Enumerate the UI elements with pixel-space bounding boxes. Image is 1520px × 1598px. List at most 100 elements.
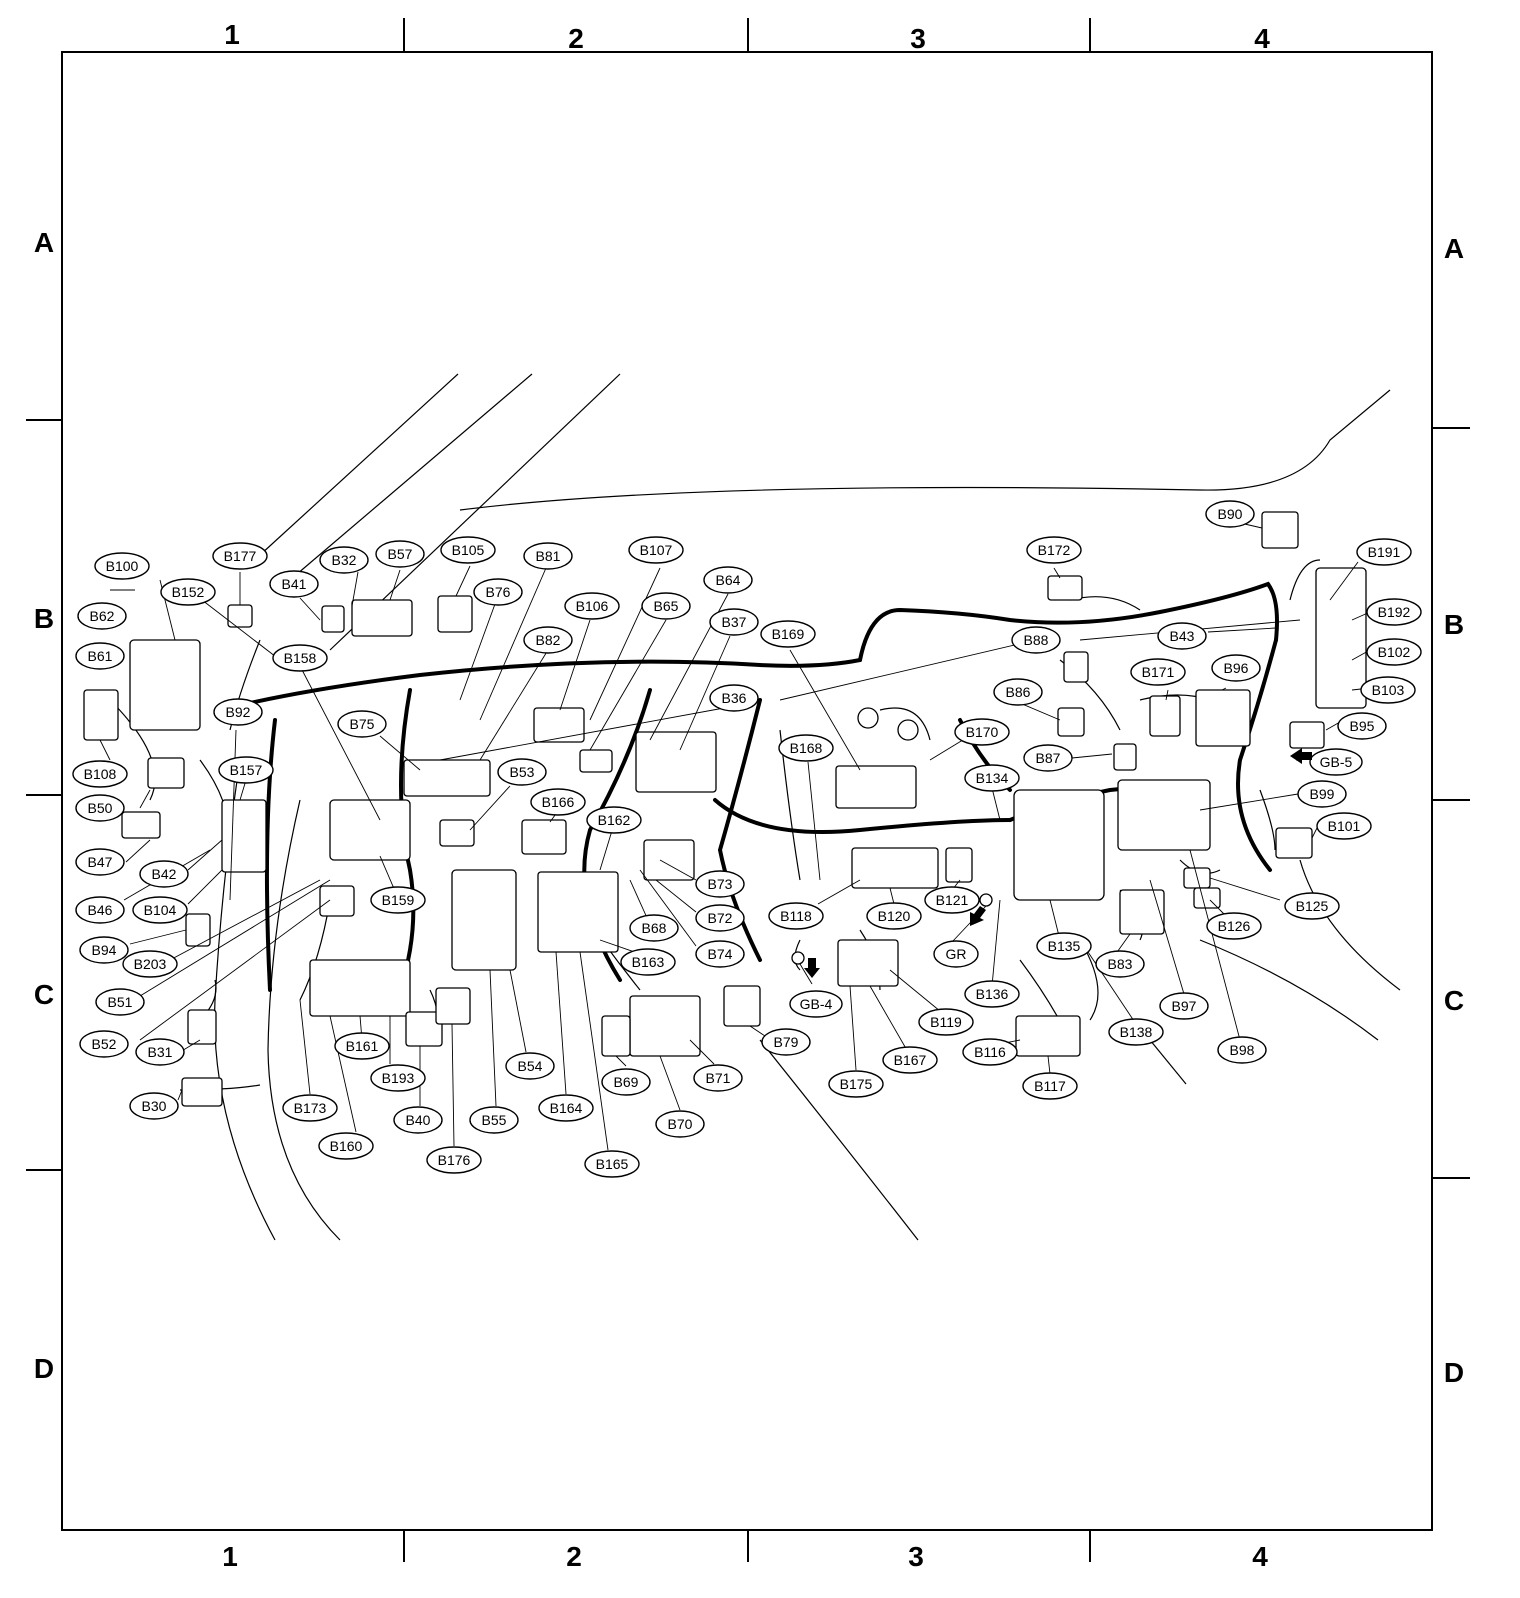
- svg-text:B74: B74: [708, 946, 733, 962]
- connector-b86: [1057, 707, 1085, 737]
- arrow-gb5-icon: [1290, 748, 1312, 764]
- svg-text:B96: B96: [1224, 660, 1249, 676]
- callout-b46: B46: [75, 896, 125, 924]
- svg-text:B94: B94: [92, 942, 117, 958]
- connector-b101: [1275, 827, 1313, 859]
- connector-b73: [643, 839, 695, 881]
- callout-b86: B86: [993, 678, 1043, 706]
- connector-b82: [533, 707, 585, 743]
- callout-b32: B32: [319, 546, 369, 574]
- svg-text:B119: B119: [930, 1014, 962, 1030]
- connector-b121: [945, 847, 973, 883]
- svg-text:B162: B162: [598, 812, 631, 828]
- callout-b88: B88: [1011, 626, 1061, 654]
- callout-labels: B100 B177 B152 B32 B41 B57 B105 B76 B81 …: [72, 500, 1422, 1178]
- callout-b101: B101: [1316, 812, 1372, 840]
- connector-b120: [851, 847, 939, 889]
- connector-b31: [187, 1009, 217, 1045]
- callout-b40: B40: [393, 1106, 443, 1134]
- callout-b176: B176: [426, 1146, 482, 1174]
- svg-text:B90: B90: [1218, 506, 1243, 522]
- callout-b192: B192: [1366, 598, 1422, 626]
- svg-text:B88: B88: [1024, 632, 1049, 648]
- row-label-right-D: D: [1444, 1357, 1464, 1388]
- connector-b87: [1113, 743, 1137, 771]
- svg-text:B157: B157: [230, 762, 263, 778]
- bolt-b170-2: [897, 719, 919, 741]
- callout-b118: B118: [768, 902, 824, 930]
- callout-b95: B95: [1337, 712, 1387, 740]
- callout-b36: B36: [709, 684, 759, 712]
- callout-b68: B68: [629, 914, 679, 942]
- svg-text:B159: B159: [382, 892, 415, 908]
- callout-b160: B160: [318, 1132, 374, 1160]
- connector-b37-b64: [635, 731, 717, 793]
- connector-b164-b163: [537, 871, 619, 953]
- callout-b171: B171: [1130, 658, 1186, 686]
- callout-b116: B116: [962, 1038, 1018, 1066]
- callout-b72: B72: [695, 904, 745, 932]
- callout-b165: B165: [584, 1150, 640, 1178]
- svg-text:B43: B43: [1170, 628, 1195, 644]
- svg-text:B57: B57: [388, 546, 413, 562]
- svg-text:B102: B102: [1378, 644, 1411, 660]
- svg-text:B62: B62: [90, 608, 115, 624]
- connector-b71-b70: [629, 995, 701, 1057]
- connector-b94: [185, 913, 211, 947]
- callout-b96: B96: [1211, 654, 1261, 682]
- svg-text:GR: GR: [946, 946, 967, 962]
- col-label-top-1: 1: [224, 19, 240, 50]
- svg-text:B158: B158: [284, 650, 317, 666]
- connector-b97-b98: [1117, 779, 1211, 851]
- callout-b71: B71: [693, 1064, 743, 1092]
- row-label-left-C: C: [34, 979, 54, 1010]
- connector-shapes: [83, 511, 1367, 1107]
- callout-b41: B41: [269, 570, 319, 598]
- ground-point-gb4: [791, 951, 805, 965]
- callout-b64: B64: [703, 566, 753, 594]
- callout-b166: B166: [530, 788, 586, 816]
- svg-text:B136: B136: [976, 986, 1009, 1002]
- svg-text:GB-4: GB-4: [800, 996, 833, 1012]
- svg-text:B68: B68: [642, 920, 667, 936]
- svg-text:B192: B192: [1378, 604, 1411, 620]
- connector-b95: [1289, 721, 1325, 749]
- svg-text:B47: B47: [88, 854, 113, 870]
- callout-b50: B50: [75, 794, 125, 822]
- callout-b55: B55: [469, 1106, 519, 1134]
- row-label-right-A: A: [1444, 233, 1464, 264]
- grid-labels: 1 2 3 4 1 2 3 4 A B C D A B C D: [34, 19, 1464, 1572]
- svg-text:B72: B72: [708, 910, 733, 926]
- main-harness: [218, 581, 1279, 992]
- svg-text:B42: B42: [152, 866, 177, 882]
- connector-b191-b103: [1315, 567, 1367, 709]
- svg-text:B55: B55: [482, 1112, 507, 1128]
- svg-text:B165: B165: [596, 1156, 629, 1172]
- callout-b103: B103: [1360, 676, 1416, 704]
- svg-text:B98: B98: [1230, 1042, 1255, 1058]
- callout-b157: B157: [218, 756, 274, 784]
- connector-b88: [1063, 651, 1089, 683]
- callout-b125: B125: [1284, 892, 1340, 920]
- grid-ticks: [26, 18, 1470, 1562]
- connector-b126: [1193, 887, 1221, 909]
- svg-text:B76: B76: [486, 584, 511, 600]
- svg-text:B97: B97: [1172, 998, 1197, 1014]
- connector-b167-b119: [837, 939, 899, 987]
- callout-b51: B51: [95, 988, 145, 1016]
- callout-b172: B172: [1026, 536, 1082, 564]
- svg-text:B86: B86: [1006, 684, 1031, 700]
- callout-b162: B162: [586, 806, 642, 834]
- svg-text:B54: B54: [518, 1058, 543, 1074]
- bolt-b170-1: [857, 707, 879, 729]
- svg-text:B163: B163: [632, 954, 665, 970]
- connector-b69: [601, 1015, 631, 1057]
- connector-b53: [439, 819, 475, 847]
- svg-text:B108: B108: [84, 766, 117, 782]
- callout-b175: B175: [828, 1070, 884, 1098]
- svg-text:B161: B161: [346, 1038, 379, 1054]
- connector-b177: [227, 604, 253, 628]
- callout-b173: B173: [282, 1094, 338, 1122]
- connector-b169: [835, 765, 917, 809]
- callout-b47: B47: [75, 848, 125, 876]
